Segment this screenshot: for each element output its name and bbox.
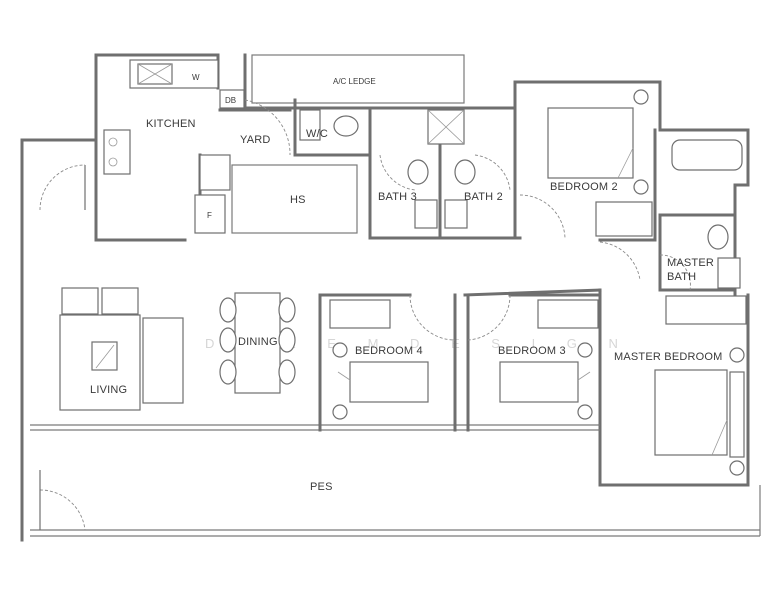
doors [39,99,691,531]
label-living: LIVING [90,384,127,396]
interior-walls [198,80,737,432]
label-bath-2: BATH 2 [464,191,503,203]
label-yard: YARD [240,134,271,146]
room-labels: A/C LEDGE DB W KITCHEN YARD W/C HS F BAT… [90,73,723,493]
label-bath-3: BATH 3 [378,191,417,203]
bedroom-4-furniture [329,299,429,420]
label-dining: DINING [238,336,278,348]
label-bedroom-2: BEDROOM 2 [550,181,618,193]
bathroom-fixtures [299,109,743,289]
bedroom-3-furniture [499,299,599,420]
exterior-walls [20,53,761,542]
label-ac-ledge: A/C LEDGE [333,77,376,86]
kitchen-fixtures [103,59,245,234]
label-master-bedroom: MASTER BEDROOM [614,351,723,363]
label-kitchen: KITCHEN [146,118,196,130]
label-master-bath-line2: BATH [667,271,696,283]
label-fridge: F [207,211,212,220]
label-hs: HS [290,194,306,206]
living-dining-furniture [59,287,296,411]
bedroom-2-furniture [547,89,653,237]
label-bedroom-3: BEDROOM 3 [498,345,566,357]
label-db: DB [225,96,236,105]
label-washer: W [192,73,200,82]
label-bedroom-4: BEDROOM 4 [355,345,423,357]
watermark-text: D R E E M D E S I G N [205,336,632,351]
label-master-bath-line1: MASTER [667,257,714,269]
label-wc: W/C [306,128,328,140]
label-pes: PES [310,481,333,493]
master-bedroom-furniture [654,295,747,476]
